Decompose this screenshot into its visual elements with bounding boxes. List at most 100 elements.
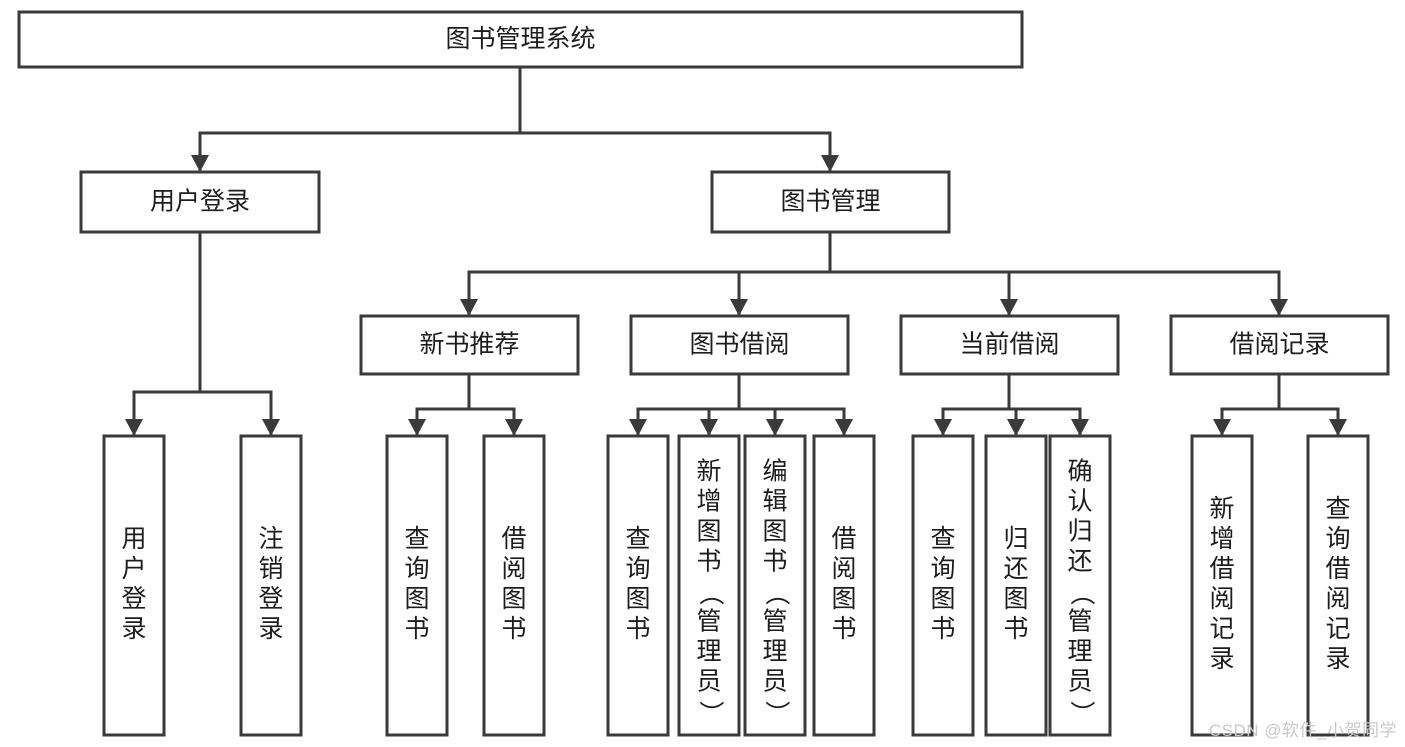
label-char: 增 xyxy=(696,488,721,516)
label-char: 员 xyxy=(696,668,721,696)
leaf-node-7-box[interactable] xyxy=(812,434,876,737)
leaf-node-4-box[interactable] xyxy=(606,434,670,737)
leaf-node-6-box[interactable] xyxy=(743,434,807,737)
label-char: 还 xyxy=(1067,548,1092,576)
level2-node-1[interactable]: 图书管理 xyxy=(710,170,951,234)
leaf-node-1-box[interactable] xyxy=(239,434,303,737)
label-char: 归 xyxy=(1003,525,1028,553)
level2-node-0-box[interactable] xyxy=(79,170,321,234)
level3-node-0-box[interactable] xyxy=(359,314,580,376)
arrow-head-icon xyxy=(835,419,853,436)
label-char: 书 xyxy=(501,615,526,643)
label-char: ） xyxy=(696,700,724,725)
level3-node-2[interactable]: 当前借阅 xyxy=(899,314,1120,376)
arrow-head-icon xyxy=(821,155,839,172)
label-char: 理 xyxy=(696,638,721,666)
label-char: 询 xyxy=(930,555,955,583)
label-char: 阅 xyxy=(501,555,526,583)
label-char: 编 xyxy=(762,458,787,486)
label-char: （ xyxy=(1067,580,1095,605)
arrow-head-icon xyxy=(1071,419,1089,436)
label-char: 查 xyxy=(1325,495,1350,523)
leaf-node-9-box[interactable] xyxy=(984,434,1048,737)
label-char: 查 xyxy=(930,525,955,553)
label-char: 录 xyxy=(1209,645,1234,673)
level3-node-1-box[interactable] xyxy=(629,314,850,376)
label-char: 归 xyxy=(1067,518,1092,546)
level2-node-0[interactable]: 用户登录 xyxy=(79,170,321,234)
arrow-head-icon xyxy=(1270,299,1288,316)
arrow-head-icon xyxy=(1007,419,1025,436)
level3-node-3[interactable]: 借阅记录 xyxy=(1169,314,1390,376)
label-char: ） xyxy=(1067,700,1095,725)
root-node-node-e59bbee4b9a6e7aea1e79086e7b3bbe7bb9f[interactable]: 图书管理系统 xyxy=(17,10,1024,69)
arrow-head-icon xyxy=(505,419,523,436)
label-char: 录 xyxy=(258,615,283,643)
arrow-head-icon xyxy=(191,155,209,172)
label-char: 员 xyxy=(1067,668,1092,696)
leaf-node-3-box[interactable] xyxy=(482,434,546,737)
label-char: 管 xyxy=(1067,608,1092,636)
arrow-head-icon xyxy=(125,419,143,436)
label-char: 书 xyxy=(930,615,955,643)
leaf-node-10-box[interactable] xyxy=(1048,434,1112,737)
label-char: 询 xyxy=(625,555,650,583)
arrow-head-icon xyxy=(629,419,647,436)
label-char: 询 xyxy=(404,555,429,583)
label-char: 户 xyxy=(121,555,146,583)
arrow-head-icon xyxy=(262,419,280,436)
arrow-head-icon xyxy=(408,419,426,436)
arrow-head-icon xyxy=(1000,299,1018,316)
leaf-node-0[interactable]: 用户登录 xyxy=(102,434,166,737)
leaf-node-12-box[interactable] xyxy=(1306,434,1370,737)
label-char: 书 xyxy=(762,548,787,576)
root-node-node-e59bbee4b9a6e7aea1e79086e7b3bbe7bb9f-box[interactable] xyxy=(17,10,1024,69)
level3-node-2-box[interactable] xyxy=(899,314,1120,376)
level2-node-0-label: 用户登录 xyxy=(150,188,250,216)
leaf-node-0-box[interactable] xyxy=(102,434,166,737)
label-char: 阅 xyxy=(1325,585,1350,613)
arrow-head-icon xyxy=(730,299,748,316)
label-char: 阅 xyxy=(831,555,856,583)
arrow-head-icon xyxy=(934,419,952,436)
arrow-head-icon xyxy=(766,419,784,436)
level3-node-0-label: 新书推荐 xyxy=(419,331,519,359)
label-char: 图 xyxy=(1003,585,1028,613)
label-char: 还 xyxy=(1003,555,1028,583)
connector-edges xyxy=(125,65,1347,438)
level3-node-1-label: 图书借阅 xyxy=(689,331,789,359)
leaf-node-5-box[interactable] xyxy=(677,434,741,737)
leaf-node-2-box[interactable] xyxy=(385,434,449,737)
level3-node-0[interactable]: 新书推荐 xyxy=(359,314,580,376)
leaf-node-8-box[interactable] xyxy=(911,434,975,737)
label-char: 登 xyxy=(121,585,146,613)
level3-node-1[interactable]: 图书借阅 xyxy=(629,314,850,376)
level2-node-1-box[interactable] xyxy=(710,170,951,234)
diagram-nodes: 图书管理系统用户登录图书管理新书推荐图书借阅当前借阅借阅记录用户登录注销登录查询… xyxy=(17,10,1390,737)
label-char: 图 xyxy=(930,585,955,613)
label-char: 认 xyxy=(1067,488,1092,516)
leaf-node-11-box[interactable] xyxy=(1190,434,1254,737)
arrow-head-icon xyxy=(1329,419,1347,436)
label-char: 书 xyxy=(696,548,721,576)
arrow-head-icon xyxy=(700,419,718,436)
level3-node-3-box[interactable] xyxy=(1169,314,1390,376)
